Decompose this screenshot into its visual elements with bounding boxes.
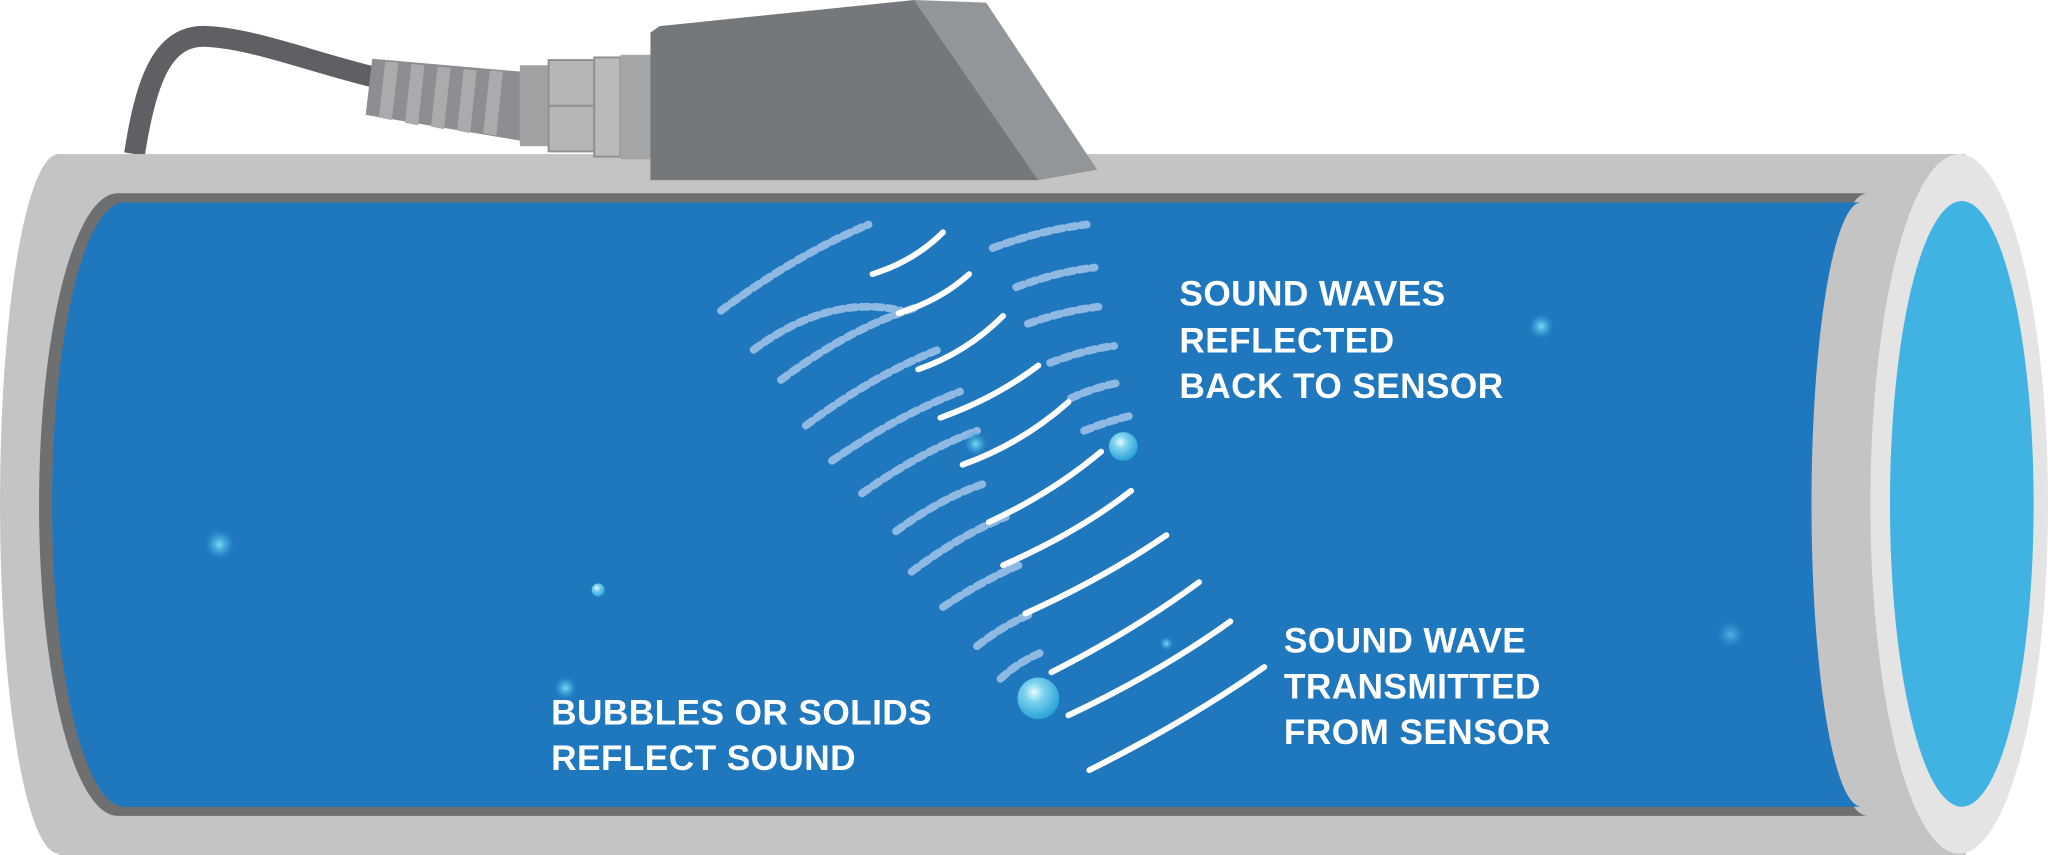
bubble-icon — [591, 583, 605, 597]
cable-icon — [124, 26, 382, 156]
reflected-waves — [717, 220, 1138, 683]
particle-icon — [962, 430, 989, 457]
pipe-opening — [1889, 201, 2034, 807]
particle-icon — [1714, 618, 1747, 651]
ultrasonic-sensor-icon — [365, 0, 1098, 181]
label-bubbles: BUBBLES OR SOLIDS REFLECT SOUND — [551, 693, 942, 778]
particle-icon — [202, 527, 237, 562]
label-transmitted: SOUND WAVE TRANSMITTED FROM SENSOR — [1284, 622, 1551, 752]
transmitted-waves — [869, 229, 1268, 774]
fluid — [52, 202, 1862, 807]
label-reflected: SOUND WAVES REFLECTED BACK TO SENSOR — [1179, 274, 1503, 406]
pipe — [0, 154, 2048, 855]
particle-icon — [1526, 311, 1556, 341]
bubbles — [202, 311, 1747, 720]
particle-icon — [552, 674, 579, 701]
bubble-icon — [1108, 432, 1138, 461]
particle-icon — [1158, 635, 1175, 652]
bubble-icon — [1017, 677, 1060, 720]
cable-boot — [365, 58, 523, 141]
